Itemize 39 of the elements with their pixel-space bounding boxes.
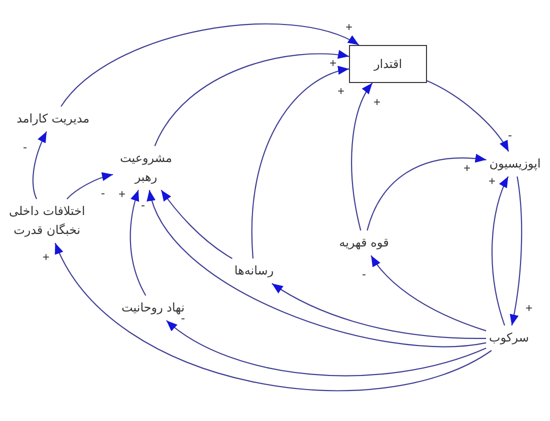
polarity-sign: - (508, 129, 512, 141)
causal-arrow (366, 154, 486, 231)
polarity-sign: - (362, 268, 366, 280)
causal-arrow (54, 242, 492, 392)
variable-label: اختلافات داخلی نخبگان قدرت (7, 202, 87, 240)
variable-label: قوه قهریه (339, 234, 389, 252)
causal-arrow (351, 82, 373, 231)
causal-arrow (370, 255, 486, 332)
causal-arrow (272, 283, 486, 339)
variable-label: رسانه‌ها (234, 262, 274, 280)
causal-arrow (32, 131, 48, 200)
polarity-sign: + (330, 57, 336, 69)
causal-arrow (166, 320, 486, 376)
polarity-sign: + (338, 85, 344, 97)
causal-arrow (160, 190, 232, 259)
polarity-sign: + (42, 251, 50, 263)
variable-label: مدیریت کارامد (16, 110, 90, 128)
causal-arrow (154, 50, 350, 146)
causal-arrow (148, 190, 486, 347)
polarity-sign: + (526, 302, 532, 314)
causal-arrow (492, 176, 509, 326)
polarity-sign: - (101, 187, 105, 199)
causal-arrow (130, 190, 146, 296)
polarity-sign: + (374, 96, 380, 108)
causal-arrow (60, 23, 360, 107)
causal-arrow (510, 176, 522, 326)
polarity-sign: - (23, 141, 27, 153)
polarity-sign: - (141, 199, 145, 211)
variable-label: سرکوب (489, 328, 529, 348)
polarity-sign: + (118, 188, 126, 200)
causal-arrow (251, 66, 350, 259)
variable-label: مشروعیت رهبر (116, 149, 176, 187)
causal-arrow (426, 80, 510, 152)
polarity-sign: + (464, 162, 470, 174)
causal-arrow (66, 172, 114, 200)
variable-box: اقتدار (349, 45, 427, 83)
polarity-sign: + (488, 175, 496, 187)
polarity-sign: + (346, 21, 352, 33)
variable-label: اپوزیسیون (489, 154, 541, 174)
